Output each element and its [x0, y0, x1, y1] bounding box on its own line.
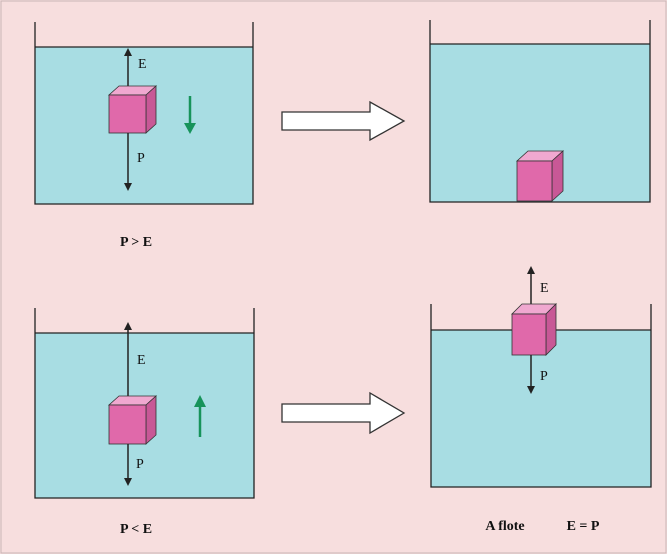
caption-floating-word: A flote: [485, 519, 524, 534]
force-p-label: P: [137, 151, 145, 166]
cube-front-face: [512, 314, 546, 355]
tank-top-left: E P: [35, 22, 253, 204]
tank-bottom-left: E P: [35, 308, 254, 498]
tank-top-right: [430, 20, 650, 202]
cube-front-face: [109, 405, 146, 444]
cube-sunk: [517, 151, 563, 201]
caption-top: P > E: [120, 235, 152, 250]
cube-floating: [512, 304, 556, 355]
force-p-label: P: [136, 457, 144, 472]
caption-bottom-left: P < E: [120, 522, 152, 537]
cube: [109, 396, 156, 444]
cube: [109, 86, 156, 133]
force-e-label: E: [137, 353, 146, 368]
cube-side-face: [146, 396, 156, 444]
cube-front-face: [109, 95, 146, 133]
force-e-label: E: [138, 57, 147, 72]
force-p-label: P: [540, 369, 548, 384]
cube-front-face: [517, 161, 552, 201]
caption-floating-equation: E = P: [567, 519, 600, 534]
force-e-label: E: [540, 281, 549, 296]
